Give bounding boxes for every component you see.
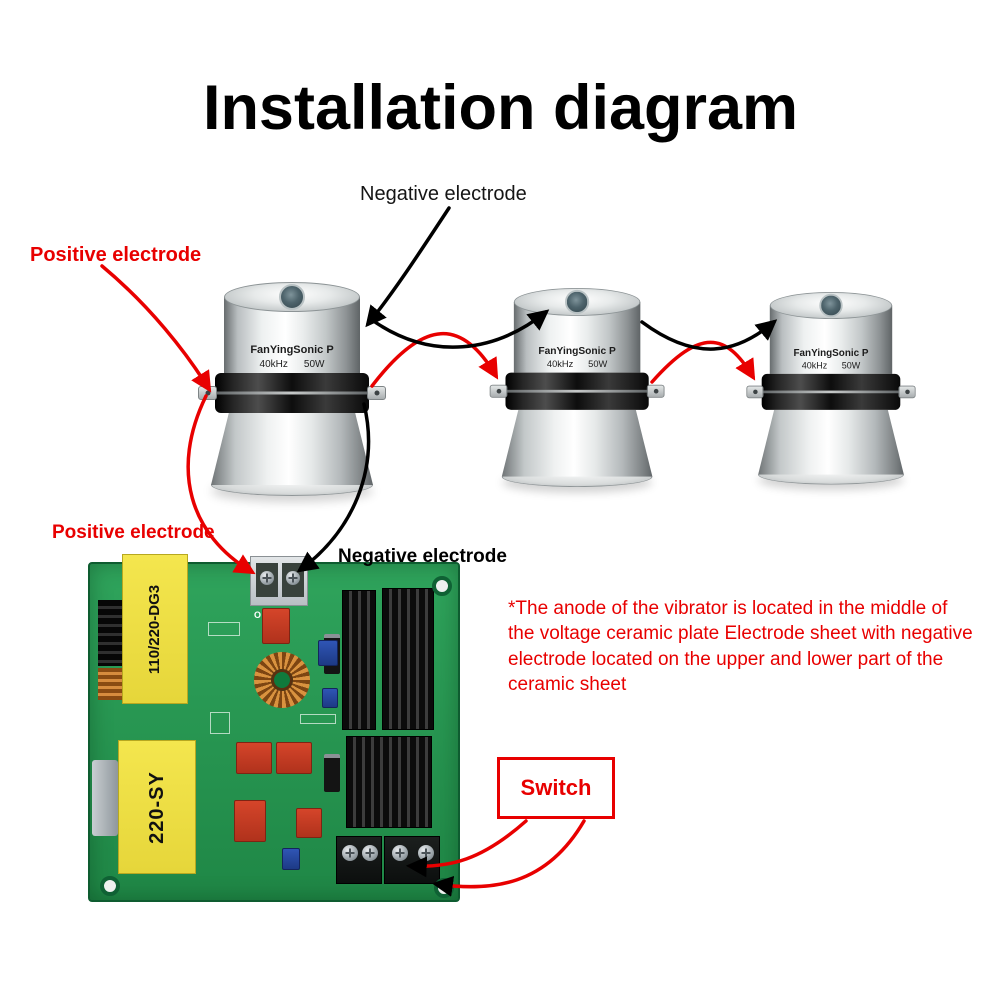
mounting-hole [432, 576, 452, 596]
wire-positive-transducer-1-to-2 [370, 332, 499, 388]
transformer-110-220: 110/220-DG3 [122, 554, 188, 704]
silkscreen-outline [208, 622, 240, 636]
wire-positive-transducer-2-to-3 [650, 340, 756, 384]
transducer-frequency: 40kHz [546, 359, 574, 370]
mounting-hole [100, 876, 120, 896]
transducer-power: 50W [841, 361, 861, 372]
transducer-ceramic-band [746, 373, 916, 410]
label-negative-electrode-top: Negative electrode [360, 183, 527, 205]
terminal-screw [362, 845, 378, 861]
terminal-screw [286, 571, 300, 585]
input-terminal-block [384, 836, 440, 884]
electrode-tab-right [367, 386, 386, 400]
transducer-specs: 40kHz 50W [770, 361, 892, 371]
transducer-center-hole [279, 284, 305, 310]
wire-positive-label-to-transducer-1 [100, 264, 212, 393]
transistor [324, 754, 340, 792]
wire-negative-label-to-transducer-1 [365, 206, 451, 328]
transducer-brand: FanYingSonic P [538, 345, 616, 357]
transducer-center-hole [565, 289, 590, 315]
heatsink [382, 588, 434, 730]
mounting-bracket [92, 760, 118, 836]
transducer-top-face [769, 292, 893, 319]
terminal-screw [260, 571, 274, 585]
transducer-specs: 40kHz 50W [514, 360, 640, 370]
electrode-tab-right [646, 384, 665, 398]
annotation-note: *The anode of the vibrator is located in… [508, 598, 973, 695]
transformer-110-220-label: 110/220-DG3 [146, 584, 164, 674]
transducer-power: 50W [588, 359, 608, 370]
film-capacitor [276, 742, 312, 774]
transducer-frequency: 40kHz [801, 361, 828, 372]
silkscreen-outline [210, 712, 230, 734]
band-washer-line [505, 389, 649, 393]
capacitor [318, 640, 338, 666]
terminal-screw [342, 845, 358, 861]
terminal-screw [418, 845, 434, 861]
transducer-1: FanYingSonic P 40kHz 50W [198, 282, 386, 496]
transducer-brand: FanYingSonic P [793, 347, 869, 359]
silkscreen-outline [300, 714, 336, 724]
transformer-220-sy: 220-SY [118, 740, 196, 874]
film-capacitor [236, 742, 272, 774]
electrode-tab-right [898, 385, 916, 399]
film-capacitor [234, 800, 266, 842]
film-capacitor [262, 608, 290, 644]
transducer-horn [758, 409, 904, 475]
transducer-center-hole [819, 293, 843, 318]
transducer-top-face [224, 282, 360, 312]
heatsink [342, 590, 376, 730]
transducer-2: FanYingSonic P 40kHz 50W [489, 288, 665, 488]
label-positive-electrode-top: Positive electrode [30, 244, 202, 266]
electrode-tab-left [746, 385, 764, 399]
transducer-specs: 40kHz 50W [224, 359, 360, 370]
terminal-screw [392, 845, 408, 861]
toroid-inductor [254, 652, 310, 708]
transducer-3: FanYingSonic P 40kHz 50W [746, 292, 916, 485]
switch-box: Switch [497, 757, 615, 819]
transformer-winding [98, 668, 124, 700]
output-terminal-block [250, 556, 308, 606]
electrode-tab-left [198, 386, 217, 400]
electrode-tab-left [489, 384, 508, 398]
transformer-220-sy-label: 220-SY [145, 770, 168, 844]
transducer-horn [501, 409, 653, 477]
capacitor [322, 688, 338, 708]
wire-negative-transducer-2-to-3 [640, 319, 778, 351]
page-title: Installation diagram [202, 73, 799, 143]
transducer-ceramic-band [489, 372, 665, 410]
label-negative-electrode-board: Negative electrode [338, 546, 507, 567]
mounting-hole [434, 878, 454, 898]
transducer-horn [211, 413, 373, 485]
label-positive-electrode-board: Positive electrode [52, 522, 215, 543]
transducer-top-face [513, 288, 641, 316]
transducer-ceramic-band [198, 373, 386, 413]
transducer-brand: FanYingSonic P [250, 344, 334, 356]
capacitor [282, 848, 300, 870]
transducer-power: 50W [303, 359, 325, 370]
heatsink [346, 736, 432, 828]
band-washer-line [215, 391, 369, 395]
transformer-core [98, 600, 124, 666]
band-washer-line [761, 390, 901, 394]
switch-label: Switch [520, 775, 592, 800]
transducer-frequency: 40kHz [259, 359, 288, 370]
film-capacitor [296, 808, 322, 838]
driver-pcb: 110/220-DG3 220-SY OUT- [88, 554, 460, 902]
input-terminal-block [336, 836, 382, 884]
